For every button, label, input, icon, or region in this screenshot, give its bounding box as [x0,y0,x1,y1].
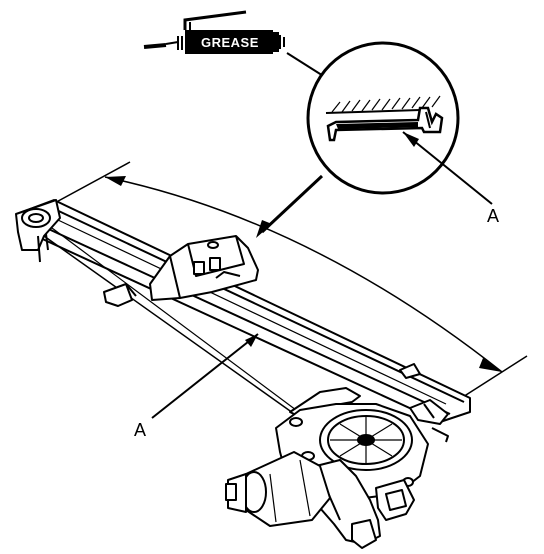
rail-a-label: A [134,420,146,440]
detail-a-leader [402,131,493,205]
regulator-motor-icon [225,403,429,549]
detail-a-label: A [487,206,499,226]
window-regulator-icon [15,199,471,443]
detail-circle-icon [306,41,460,195]
dimension-arrow-left [105,176,126,186]
dimension-arrow-right [479,358,502,372]
dimension-line [37,161,528,403]
detail-a-arrow [403,132,419,147]
grease-tube-icon [143,10,285,54]
detail-to-rail-arrow [256,220,272,238]
grease-label: GREASE [201,35,259,50]
rail-a-leader [151,333,259,419]
rail-a-arrow [245,334,258,347]
detail-to-rail-leader [260,174,324,234]
